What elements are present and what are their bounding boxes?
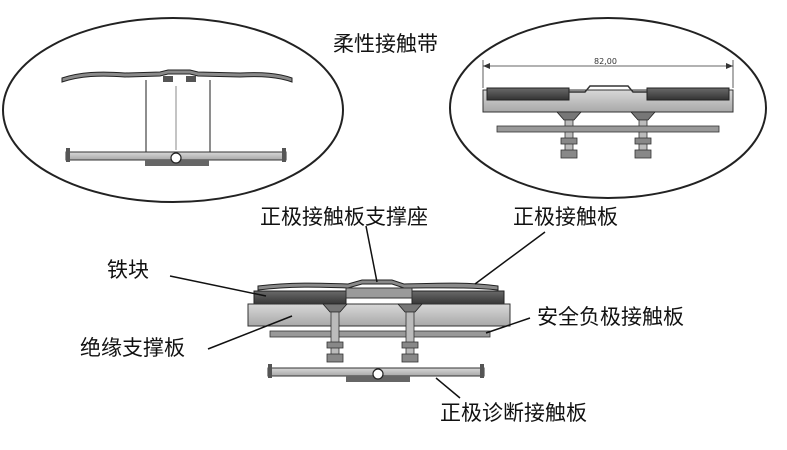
positive-contact-plate	[411, 290, 505, 306]
main-assembly	[247, 279, 511, 382]
dimension-label: 82,00	[594, 57, 617, 66]
clip-right	[186, 76, 196, 82]
iron-block	[253, 290, 347, 306]
clip-left	[163, 76, 173, 82]
label-flexible-contact-strip: 柔性接触带	[333, 32, 438, 56]
label-insulating-support-plate: 绝缘支撑板	[80, 336, 185, 360]
leader-lines	[169, 225, 546, 399]
label-positive-plate-support-seat: 正极接触板支撑座	[260, 205, 428, 229]
safety-negative-plate	[269, 330, 491, 338]
label-iron-block: 铁块	[107, 258, 149, 282]
flexible-strip	[257, 279, 499, 291]
main-screw-right	[397, 303, 423, 363]
screw-left	[556, 111, 582, 159]
right-detail-ellipse	[449, 17, 767, 199]
main-screw-left	[322, 303, 348, 363]
flexible-strip-detail	[61, 69, 293, 83]
screw-right	[630, 111, 656, 159]
label-positive-diagnostic-contact-plate: 正极诊断接触板	[440, 401, 587, 425]
support-seat	[345, 287, 413, 299]
positive-diagnostic-plate	[267, 364, 485, 382]
left-detail-ellipse	[2, 17, 344, 203]
insulating-support-plate	[247, 303, 511, 327]
label-safety-negative-contact-plate: 安全负极接触板	[537, 305, 684, 329]
label-positive-contact-plate: 正极接触板	[513, 205, 618, 229]
